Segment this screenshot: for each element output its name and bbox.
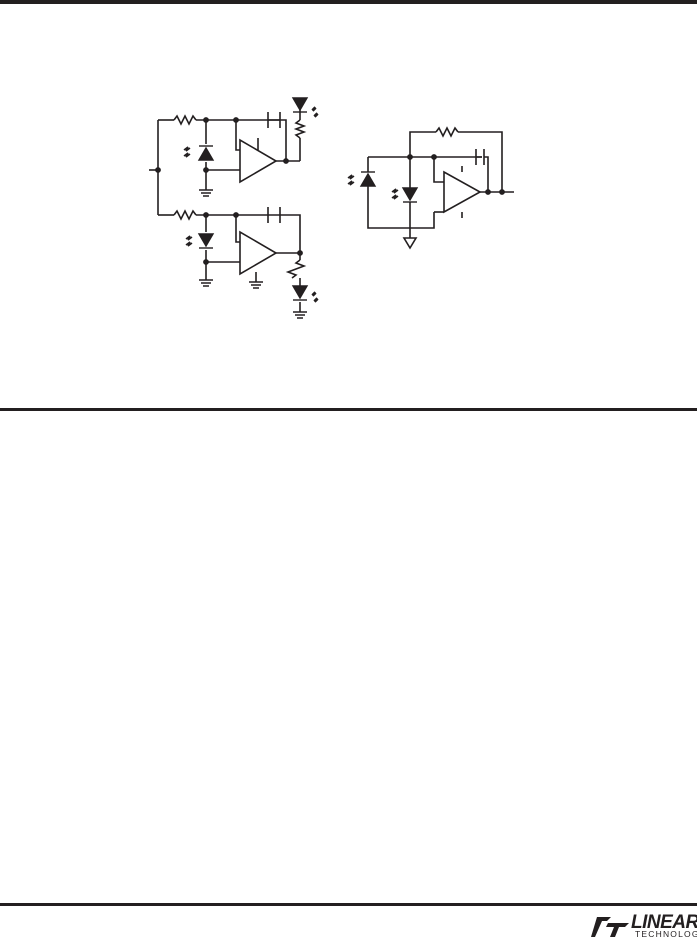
logo-wordmark: LINEAR — [631, 912, 697, 933]
light-arrow-lower-pd — [186, 236, 192, 246]
led-upper — [293, 98, 307, 110]
section-rule — [0, 408, 697, 411]
node-input — [156, 168, 160, 172]
opamp-right — [444, 172, 480, 212]
capacitor-lower — [268, 207, 280, 223]
lt-logo-icon — [591, 917, 629, 937]
photodiode-lower — [199, 234, 213, 246]
photodiode-upper — [199, 148, 213, 160]
resistor-upper-led — [296, 120, 304, 138]
resistor-lower-led — [288, 260, 304, 278]
light-arrow-right-led — [348, 175, 354, 185]
schematic-right — [340, 120, 530, 260]
opamp-upper — [240, 140, 276, 182]
light-arrow-right-pd — [392, 189, 398, 199]
light-arrow-upper-pd — [184, 147, 190, 157]
footer-rule — [0, 903, 697, 906]
resistor-upper-input — [174, 116, 196, 124]
light-arrow-upper-led — [312, 107, 318, 117]
opamp-lower — [240, 232, 276, 274]
linear-technology-logo: LINEAR TECHNOLOGY — [591, 912, 697, 941]
capacitor-upper — [268, 112, 280, 128]
logo-tagline: TECHNOLOGY — [635, 929, 697, 939]
light-arrow-lower-led — [312, 292, 318, 302]
led-right — [361, 174, 375, 186]
ground-right — [404, 238, 416, 248]
top-rule — [0, 0, 697, 4]
led-lower — [293, 286, 307, 298]
capacitor-feedback — [476, 149, 484, 165]
resistor-feedback — [436, 128, 458, 136]
photodiode-right — [403, 188, 417, 200]
resistor-lower-input — [174, 211, 196, 219]
schematic-left — [140, 90, 340, 330]
